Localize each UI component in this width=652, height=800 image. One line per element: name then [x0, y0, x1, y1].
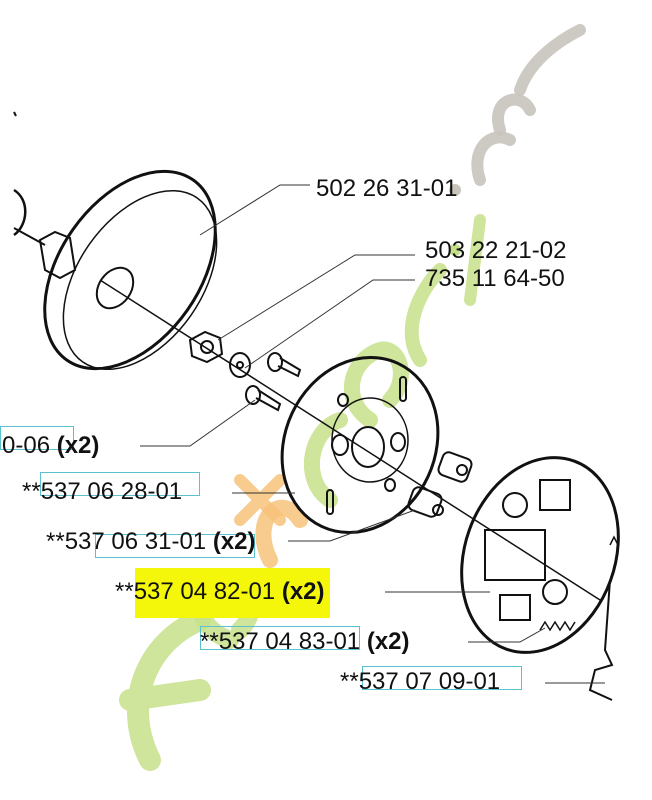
part-prefix: **: [340, 668, 359, 695]
part-label[interactable]: 735 11 64-50: [425, 265, 565, 293]
part-label[interactable]: 502 26 31-01: [316, 175, 457, 203]
part-number: 0-06: [2, 432, 51, 459]
part-number: 735 11 64-50: [425, 265, 565, 292]
text-selection-box: [200, 626, 360, 650]
part-label[interactable]: 0-06 (x2): [2, 432, 99, 460]
part-label[interactable]: **537 06 28-01: [22, 478, 182, 506]
part-number: 537 06 31-01: [64, 528, 207, 555]
part-number: 503 22 21-02: [425, 237, 567, 264]
part-label-highlighted[interactable]: **537 04 82-01 (x2): [115, 578, 325, 606]
quantity: (x2): [56, 432, 100, 459]
part-prefix: **: [200, 628, 219, 655]
quantity: (x2): [281, 578, 325, 605]
text-selection-box: [362, 666, 522, 690]
quantity: (x2): [366, 628, 410, 655]
highlight-marker: [135, 568, 330, 618]
part-label[interactable]: **537 04 83-01 (x2): [200, 628, 410, 656]
part-number: 537 04 82-01: [133, 578, 276, 605]
part-number: 537 04 83-01: [218, 628, 361, 655]
part-number: 537 07 09-01: [358, 668, 501, 695]
text-selection-box: [0, 426, 74, 450]
text-selection-box: [40, 472, 200, 496]
part-number: 502 26 31-01: [316, 175, 458, 202]
quantity: (x2): [212, 528, 256, 555]
text-selection-box: [95, 534, 255, 558]
part-label[interactable]: **537 07 09-01: [340, 668, 500, 696]
part-label[interactable]: 503 22 21-02: [425, 237, 566, 265]
part-prefix: **: [22, 478, 41, 505]
part-prefix: **: [46, 528, 65, 555]
part-label[interactable]: **537 06 31-01 (x2): [46, 528, 256, 556]
part-prefix: **: [115, 578, 134, 605]
part-number: 537 06 28-01: [40, 478, 183, 505]
